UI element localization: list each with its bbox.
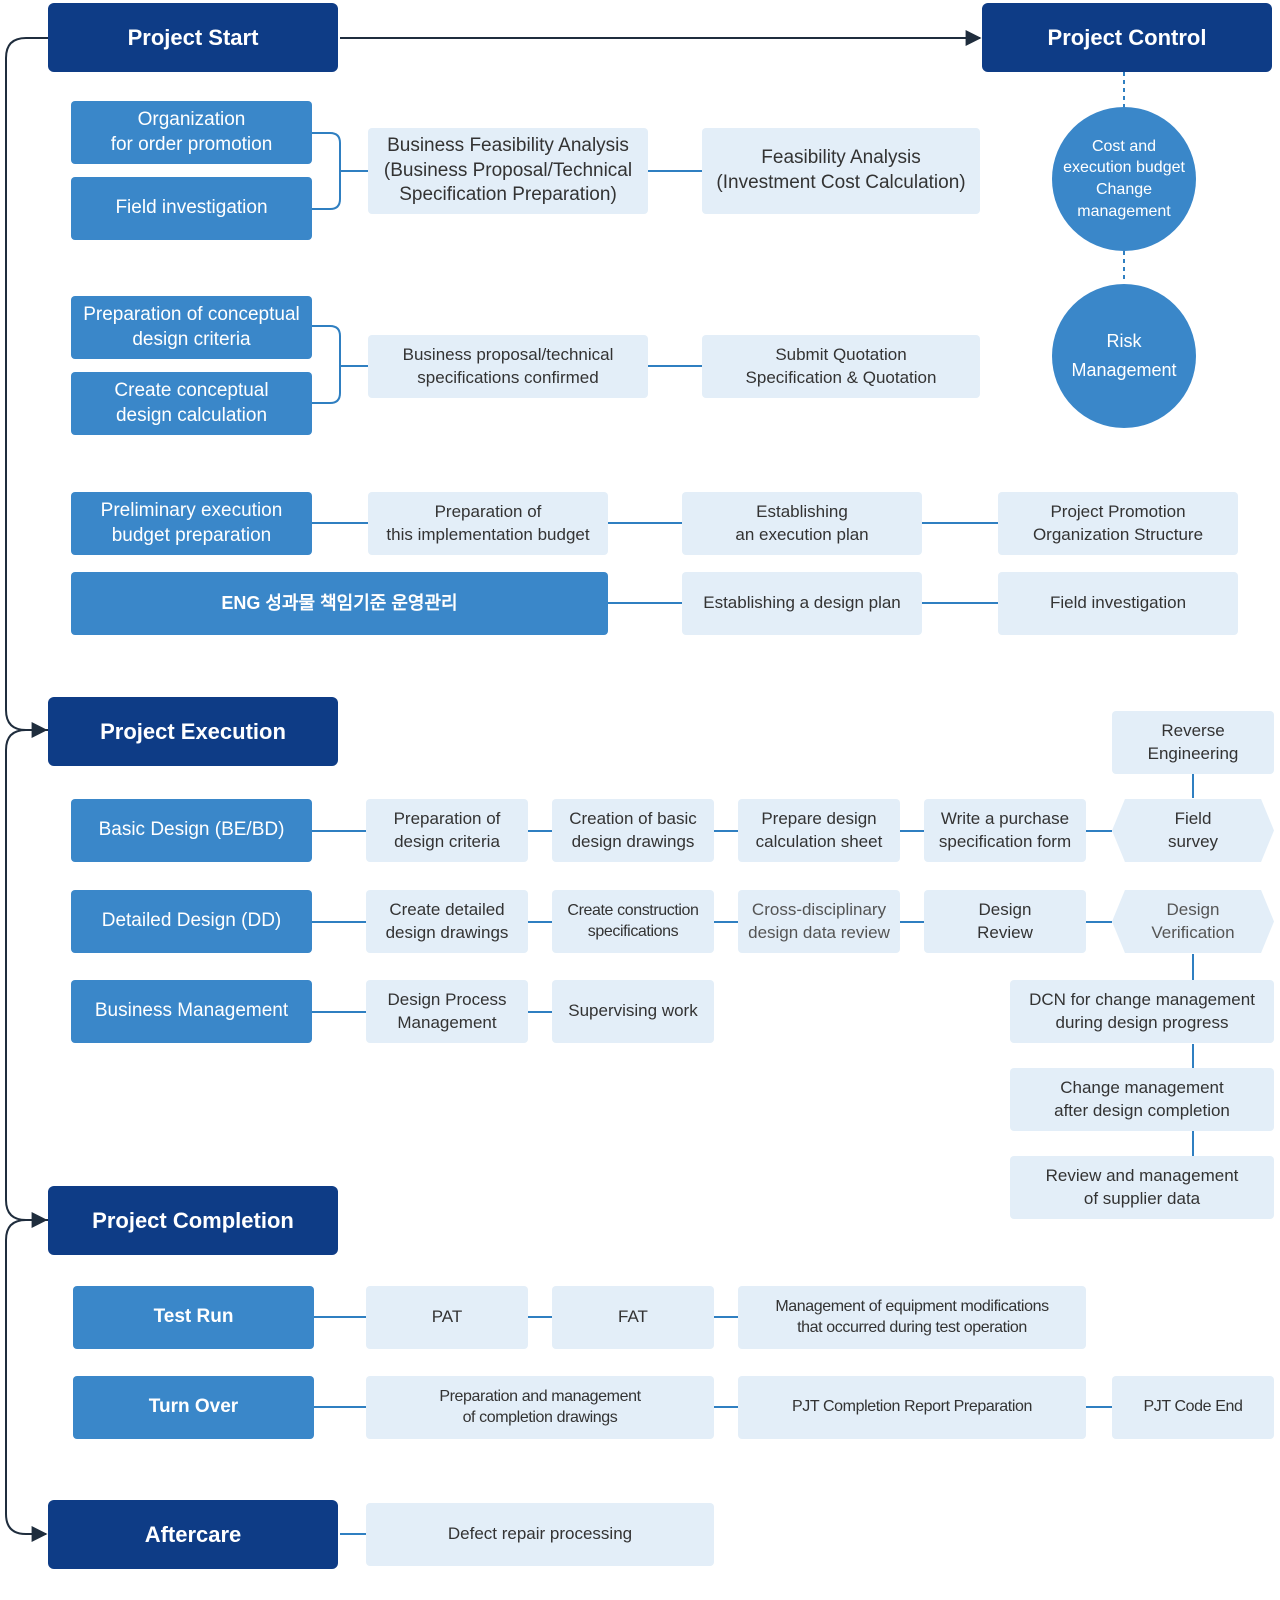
- bracket-org: [312, 132, 368, 210]
- pat: PAT: [366, 1286, 528, 1349]
- business-management: Business Management: [71, 980, 312, 1043]
- project-control-phase: Project Control: [982, 3, 1272, 72]
- establishing-design-plan: Establishing a design plan: [682, 572, 922, 635]
- completion-report: PJT Completion Report Preparation: [738, 1376, 1086, 1439]
- bracket-conceptual: [312, 325, 368, 404]
- project-completion-phase: Project Completion: [48, 1186, 338, 1255]
- promotion-org-structure: Project Promotion Organization Structure: [998, 492, 1238, 555]
- completion-drawings: Preparation and management of completion…: [366, 1376, 714, 1439]
- project-start-phase: Project Start: [48, 3, 338, 72]
- aftercare-phase: Aftercare: [48, 1500, 338, 1569]
- completion-to-aftercare-arrow: [5, 1219, 48, 1542]
- start-to-execution-arrow: [5, 37, 48, 738]
- reverse-engineering: Reverse Engineering: [1112, 711, 1274, 774]
- field-investigation-start: Field investigation: [71, 177, 312, 240]
- change-management-after: Change management after design completio…: [1010, 1068, 1274, 1131]
- design-review: Design Review: [924, 890, 1086, 953]
- detailed-design: Detailed Design (DD): [71, 890, 312, 953]
- pjt-code-end: PJT Code End: [1112, 1376, 1274, 1439]
- preliminary-execution-budget: Preliminary execution budget preparation: [71, 492, 312, 555]
- defect-repair-processing: Defect repair processing: [366, 1503, 714, 1566]
- test-run: Test Run: [73, 1286, 314, 1349]
- design-calculation-sheet: Prepare design calculation sheet: [738, 799, 900, 862]
- execution-to-completion-arrow: [5, 729, 48, 1228]
- create-conceptual-calculation: Create conceptual design calculation: [71, 372, 312, 435]
- design-process-management: Design Process Management: [366, 980, 528, 1043]
- fat: FAT: [552, 1286, 714, 1349]
- establishing-execution-plan: Establishing an execution plan: [682, 492, 922, 555]
- supplier-data-review: Review and management of supplier data: [1010, 1156, 1274, 1219]
- field-investigation-plan: Field investigation: [998, 572, 1238, 635]
- risk-management-circle: Risk Management: [1052, 284, 1196, 428]
- business-feasibility-analysis: Business Feasibility Analysis (Business …: [368, 128, 648, 214]
- prep-design-criteria: Preparation of design criteria: [366, 799, 528, 862]
- turn-over: Turn Over: [73, 1376, 314, 1439]
- field-survey: Field survey: [1112, 799, 1274, 862]
- dcn-change-management: DCN for change management during design …: [1010, 980, 1274, 1043]
- purchase-specification: Write a purchase specification form: [924, 799, 1086, 862]
- submit-quotation: Submit Quotation Specification & Quotati…: [702, 335, 980, 398]
- construction-specifications: Create construction specifications: [552, 890, 714, 953]
- design-verification: Design Verification: [1112, 890, 1274, 953]
- supervising-work: Supervising work: [552, 980, 714, 1043]
- equipment-modifications: Management of equipment modifications th…: [738, 1286, 1086, 1349]
- org-order-promotion: Organization for order promotion: [71, 101, 312, 164]
- eng-deliverable-management: ENG 성과물 책임기준 운영관리: [71, 572, 608, 635]
- prep-implementation-budget: Preparation of this implementation budge…: [368, 492, 608, 555]
- cost-budget-change-circle: Cost and execution budget Change managem…: [1052, 107, 1196, 251]
- project-execution-phase: Project Execution: [48, 697, 338, 766]
- detailed-design-drawings: Create detailed design drawings: [366, 890, 528, 953]
- basic-design: Basic Design (BE/BD): [71, 799, 312, 862]
- feasibility-analysis: Feasibility Analysis (Investment Cost Ca…: [702, 128, 980, 214]
- business-proposal-confirmed: Business proposal/technical specificatio…: [368, 335, 648, 398]
- basic-design-drawings: Creation of basic design drawings: [552, 799, 714, 862]
- prep-conceptual-criteria: Preparation of conceptual design criteri…: [71, 296, 312, 359]
- cross-disciplinary-review: Cross-disciplinary design data review: [738, 890, 900, 953]
